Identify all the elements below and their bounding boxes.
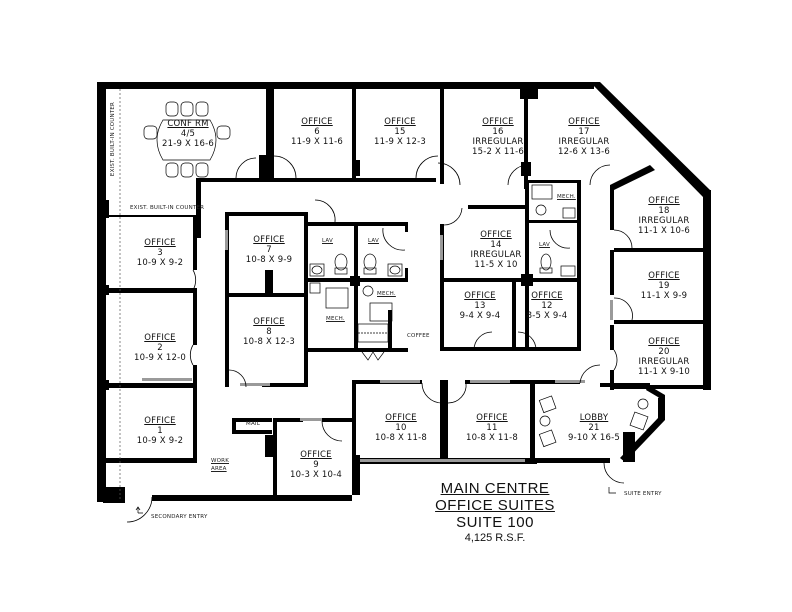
conference-table [156, 119, 217, 161]
room-label-office-15: OFFICE 15 11-9 X 12-3 [373, 117, 426, 147]
doors [126, 155, 633, 523]
label-tech: MECH. [557, 194, 576, 200]
label-counter-horizontal: EXIST. BUILT-IN COUNTER [130, 205, 205, 211]
label-secondary-entry: SECONDARY ENTRY [151, 514, 208, 520]
room-label-office-13: OFFICE 13 9-4 X 9-4 [459, 291, 501, 321]
title-line-2: OFFICE SUITES [435, 497, 555, 514]
title-area: 4,125 R.S.F. [464, 532, 526, 544]
label-work: WORK [211, 458, 229, 464]
label-mail: MAIL [246, 421, 260, 427]
furniture [119, 89, 649, 500]
windows [142, 230, 613, 462]
room-label-office-16: OFFICE 16 IRREGULAR 15-2 X 11-6 [471, 117, 524, 157]
room-label-lobby: LOBBY 21 9-10 X 16-5 [567, 413, 620, 443]
room-label-office-7: OFFICE 7 10-8 X 9-9 [245, 235, 293, 265]
room-label-office-17: OFFICE 17 IRREGULAR 12-6 X 13-6 [557, 117, 610, 157]
entry-arrows [135, 487, 616, 514]
room-dims: 21-9 X 16-6 [161, 139, 214, 149]
room-name: CONF RM [167, 119, 209, 129]
label-coffee: COFFEE [407, 333, 430, 339]
room-label-office-11: OFFICE 11 10-8 X 11-8 [465, 413, 518, 443]
room-label-office-1: OFFICE 1 10-9 X 9-2 [136, 416, 184, 446]
title-suite: SUITE 100 [456, 514, 534, 531]
label-lav-2: LAV [368, 238, 379, 244]
label-mech-1: MECH. [377, 291, 396, 297]
room-label-office-10: OFFICE 10 10-8 X 11-8 [374, 413, 427, 443]
room-label-office-2: OFFICE 2 10-9 X 12-0 [133, 333, 186, 363]
label-suite-entry: SUITE ENTRY [624, 491, 662, 497]
interior-walls [106, 89, 706, 498]
label-mech-2: MECH. [326, 316, 345, 322]
label-lav-1: LAV [322, 238, 333, 244]
room-label-office-14: OFFICE 14 IRREGULAR 11-5 X 10 [470, 230, 522, 270]
room-number: 4/5 [180, 129, 196, 139]
room-label-office-12: OFFICE 12 8-5 X 9-4 [526, 291, 568, 321]
room-label-conference: CONF RM 4/5 21-9 X 16-6 [160, 119, 216, 149]
room-label-office-19: OFFICE 19 11-1 X 9-9 [640, 271, 688, 301]
title-line-1: MAIN CENTRE [440, 480, 550, 497]
title-block: MAIN CENTRE OFFICE SUITES SUITE 100 4,12… [430, 480, 560, 545]
room-label-office-6: OFFICE 6 11-9 X 11-6 [290, 117, 343, 147]
label-lav-3: LAV [539, 242, 550, 248]
room-label-office-20: OFFICE 20 IRREGULAR 11-1 X 9-10 [637, 337, 690, 377]
room-label-office-18: OFFICE 18 IRREGULAR 11-1 X 10-6 [637, 196, 690, 236]
label-area: AREA [211, 466, 227, 472]
room-label-office-8: OFFICE 8 10-8 X 12-3 [242, 317, 295, 347]
room-label-office-3: OFFICE 3 10-9 X 9-2 [136, 238, 184, 268]
label-counter-vertical: EXIST. BUILT-IN COUNTER [110, 101, 116, 177]
room-label-office-9: OFFICE 9 10-3 X 10-4 [289, 450, 342, 480]
